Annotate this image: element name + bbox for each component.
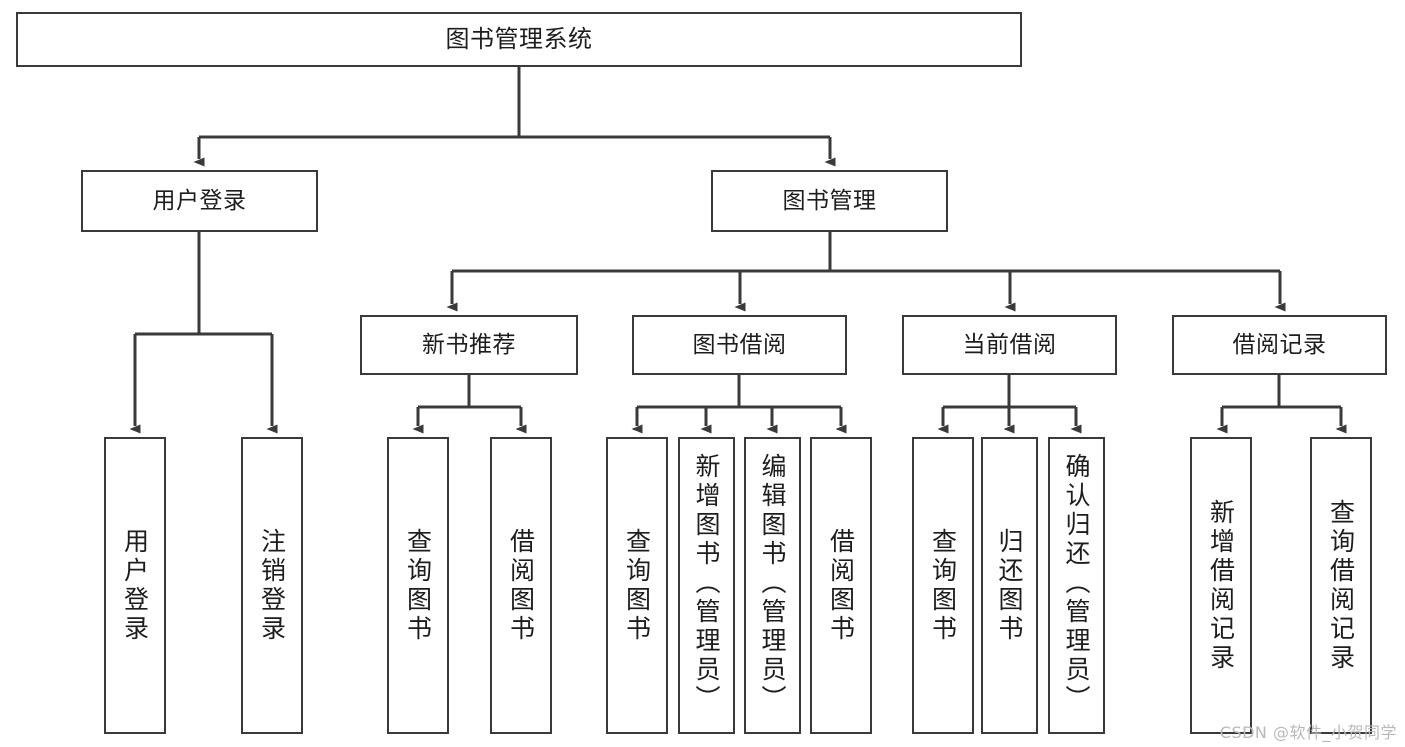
- node-leaf-edit-book[interactable]: 编辑图书（管理员）: [744, 437, 801, 734]
- node-book-manage[interactable]: 图书管理: [711, 170, 948, 232]
- node-root-system[interactable]: 图书管理系统: [16, 12, 1022, 67]
- node-leaf-add-record[interactable]: 新增借阅记录: [1190, 437, 1252, 734]
- node-label: 查询图书: [928, 527, 958, 644]
- node-leaf-logout-login[interactable]: 注销登录: [241, 437, 303, 734]
- node-label: 查询图书: [622, 527, 652, 644]
- node-book-borrow[interactable]: 图书借阅: [632, 315, 847, 375]
- node-label: 用户登录: [152, 187, 247, 214]
- node-new-book-recommend[interactable]: 新书推荐: [360, 315, 578, 375]
- node-label: 确认归还（管理员）: [1062, 453, 1091, 714]
- node-label: 编辑图书（管理员）: [758, 453, 787, 714]
- node-label: 查询借阅记录: [1326, 498, 1356, 673]
- node-borrow-record[interactable]: 借阅记录: [1172, 315, 1387, 375]
- node-leaf-query-book-current[interactable]: 查询图书: [912, 437, 974, 734]
- node-label: 新书推荐: [422, 331, 516, 358]
- node-leaf-add-book[interactable]: 新增图书（管理员）: [678, 437, 735, 734]
- node-label: 注销登录: [257, 527, 287, 644]
- node-label: 图书借阅: [692, 331, 787, 358]
- node-label: 图书管理: [782, 187, 877, 214]
- csdn-watermark: CSDN @软件_小贺同学: [1219, 723, 1397, 742]
- node-label: 图书管理系统: [445, 24, 593, 53]
- node-leaf-borrow-book-recommend[interactable]: 借阅图书: [490, 437, 552, 734]
- node-leaf-query-book-recommend[interactable]: 查询图书: [387, 437, 449, 734]
- node-leaf-borrow-book-borrow[interactable]: 借阅图书: [810, 437, 872, 734]
- node-leaf-user-login[interactable]: 用户登录: [104, 437, 166, 734]
- node-current-borrow[interactable]: 当前借阅: [902, 315, 1117, 375]
- node-label: 借阅记录: [1232, 331, 1327, 358]
- node-label: 新增借阅记录: [1206, 498, 1236, 673]
- node-label: 用户登录: [120, 527, 150, 644]
- node-leaf-query-book-borrow[interactable]: 查询图书: [606, 437, 668, 734]
- node-leaf-query-record[interactable]: 查询借阅记录: [1310, 437, 1372, 734]
- node-leaf-confirm-return[interactable]: 确认归还（管理员）: [1048, 437, 1105, 734]
- node-label: 查询图书: [403, 527, 433, 644]
- node-user-login[interactable]: 用户登录: [81, 170, 318, 232]
- node-label: 借阅图书: [826, 527, 856, 644]
- node-leaf-return-book[interactable]: 归还图书: [981, 437, 1038, 734]
- node-label: 新增图书（管理员）: [692, 453, 721, 714]
- node-label: 归还图书: [995, 527, 1024, 644]
- node-label: 借阅图书: [506, 527, 536, 644]
- node-label: 当前借阅: [962, 331, 1057, 358]
